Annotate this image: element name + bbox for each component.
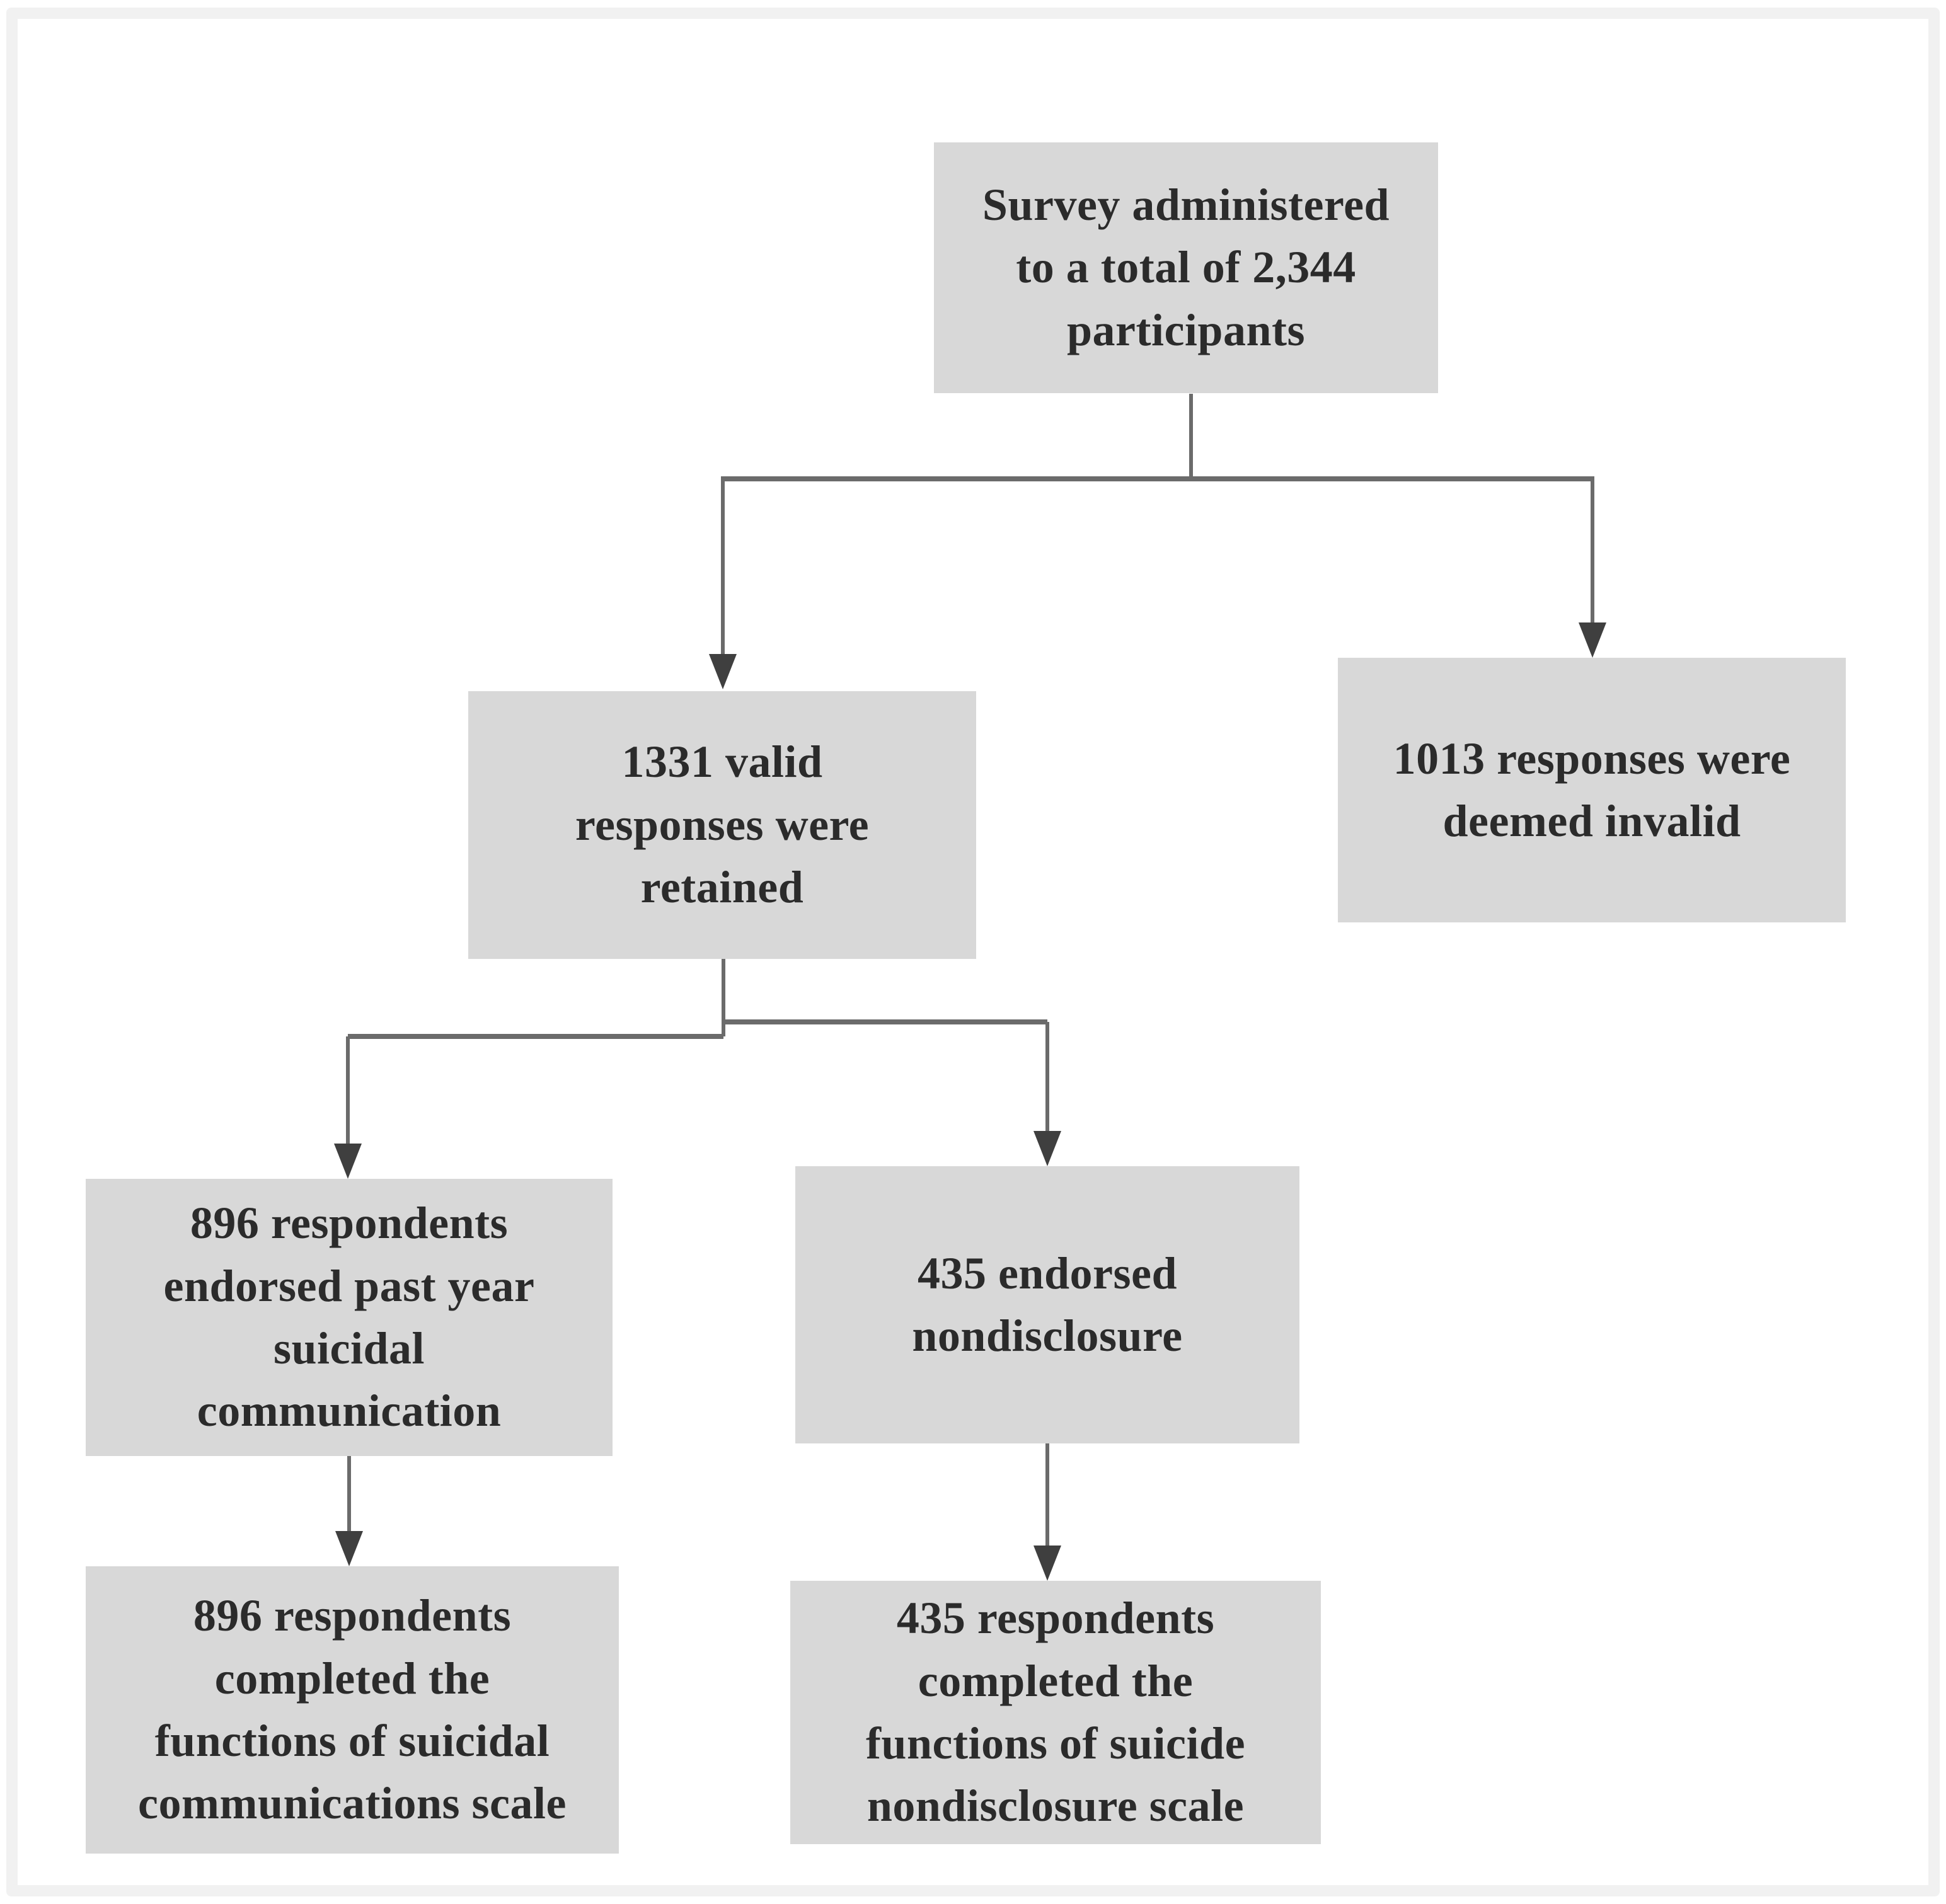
- flow-box-valid-responses-text: 1331 valid responses were retained: [575, 737, 870, 913]
- flow-box-total-text: Survey administered to a total of 2,344 …: [982, 179, 1390, 355]
- arrowhead-endorsed-nond: [1033, 1131, 1061, 1166]
- flow-box-valid-responses: 1331 valid responses were retained: [468, 691, 976, 959]
- arrowhead-endorsed-comm: [334, 1144, 362, 1179]
- flow-box-completed-communications-scale: 896 respondents completed the functions …: [86, 1566, 619, 1854]
- flow-box-endorsed-communication-text: 896 respondents endorsed past year suici…: [163, 1198, 535, 1437]
- flow-box-invalid-responses-text: 1013 responses were deemed invalid: [1393, 733, 1791, 846]
- flow-box-completed-nondisclosure-scale: 435 respondents completed the functions …: [790, 1581, 1321, 1844]
- arrowhead-completed-nond: [1033, 1546, 1061, 1581]
- arrowhead-completed-comm: [335, 1531, 363, 1566]
- flow-box-endorsed-communication: 896 respondents endorsed past year suici…: [86, 1179, 613, 1456]
- flow-box-completed-communications-scale-text: 896 respondents completed the functions …: [138, 1590, 567, 1829]
- arrowhead-valid: [709, 654, 737, 689]
- flow-box-completed-nondisclosure-scale-text: 435 respondents completed the functions …: [865, 1593, 1246, 1832]
- flow-box-endorsed-nondisclosure: 435 endorsed nondisclosure: [795, 1166, 1299, 1443]
- flow-box-endorsed-nondisclosure-text: 435 endorsed nondisclosure: [912, 1247, 1183, 1361]
- flow-box-invalid-responses: 1013 responses were deemed invalid: [1338, 658, 1846, 922]
- flow-box-total: Survey administered to a total of 2,344 …: [934, 142, 1438, 393]
- arrowhead-invalid: [1579, 622, 1606, 658]
